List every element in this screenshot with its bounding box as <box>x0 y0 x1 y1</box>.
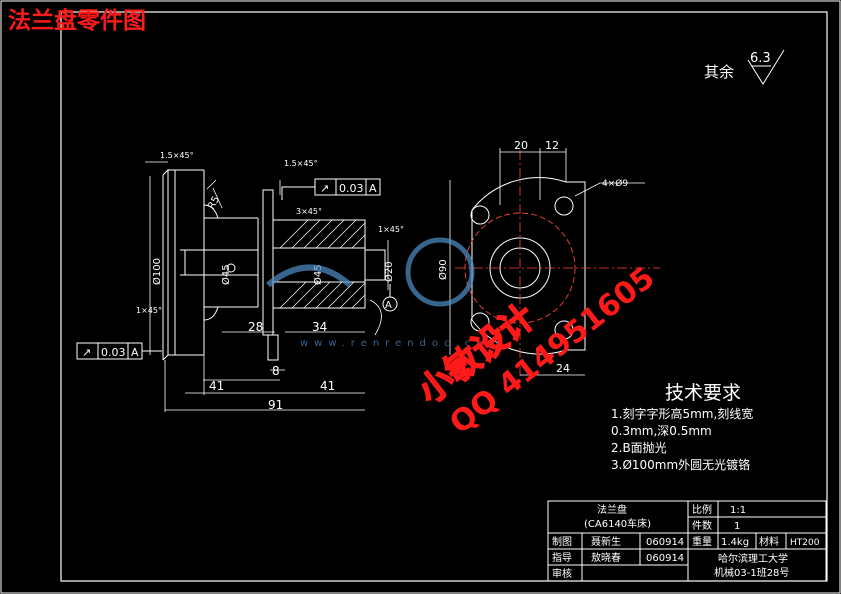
dim-28-label: 28 <box>248 320 263 334</box>
drawing-frame <box>60 11 828 582</box>
radius-label: R5 <box>206 194 222 211</box>
dim-24-label: 24 <box>556 362 570 375</box>
qty-label: 件数 <box>692 519 712 532</box>
drawn-name: 聂新生 <box>591 535 621 548</box>
check-label: 指导 <box>552 551 572 564</box>
check-date: 060914 <box>646 553 684 564</box>
left-view-labels: 1.5×45° 1×45° Ø100 Ø45 R5 41 41 91 <box>136 151 335 412</box>
right-view <box>449 148 660 385</box>
dim-41b-label: 41 <box>320 379 335 393</box>
dim-34-label: 34 <box>312 320 327 334</box>
left-view <box>145 161 365 412</box>
diameter-bore-label: Ø45 <box>220 264 232 285</box>
weight-label: 重量 <box>692 535 712 548</box>
diameter-circle-label: Ø90 <box>437 259 449 280</box>
scale-label: 比例 <box>692 503 712 516</box>
groove-angle-label: 3×45° <box>296 207 322 216</box>
datum-left: A <box>131 346 139 359</box>
dim-41a-label: 41 <box>209 379 224 393</box>
runout-icon: ↗ <box>82 346 91 359</box>
part-sub: (CA6140车床) <box>584 517 651 530</box>
review-label: 审核 <box>552 567 572 580</box>
tolerance-frame-left: ↗ 0.03 A <box>76 342 162 360</box>
title-block <box>547 500 827 582</box>
dim-91-label: 91 <box>268 398 283 412</box>
holes-label: 4×Ø9 <box>602 178 628 189</box>
drawing-title: 法兰盘零件图 <box>8 7 146 34</box>
class-name: 机械03-1班28号 <box>714 566 789 579</box>
chamfer-bottom-label: 1×45° <box>136 306 162 315</box>
dim-20-label: 20 <box>514 139 528 152</box>
roughness-prefix: 其余 <box>704 63 734 81</box>
tech-requirements: 技术要求 1.刻字字形高5mm,刻线宽 0.3mm,深0.5mm 2.B面抛光 … <box>611 382 753 472</box>
site-watermark: www.renrendoc.com <box>300 338 504 349</box>
tech-item-1: 1.刻字字形高5mm,刻线宽 <box>611 406 753 421</box>
roughness-value: 6.3 <box>750 51 771 66</box>
tolerance-value-left: 0.03 <box>101 346 126 359</box>
part-name: 法兰盘 <box>597 503 627 516</box>
drawn-label: 制图 <box>552 535 572 548</box>
datum-top: A <box>369 182 377 195</box>
roughness-symbol: 其余 6.3 <box>704 49 785 85</box>
check-name: 敖晓春 <box>591 551 621 564</box>
tech-item-1b: 0.3mm,深0.5mm <box>611 424 712 438</box>
material-value: HT200 <box>790 538 820 548</box>
scale-value: 1:1 <box>730 505 746 516</box>
section-chamfer-label: 1.5×45° <box>284 159 318 168</box>
dim-12-label: 12 <box>545 139 559 152</box>
right-view-labels: 20 12 24 4×Ø9 Ø90 <box>437 139 628 375</box>
chamfer-top-label: 1.5×45° <box>160 151 194 160</box>
school-name: 哈尔滨理工大学 <box>718 552 788 565</box>
diameter-small-label: Ø20 <box>383 261 395 282</box>
diameter-main-label: Ø100 <box>151 258 163 285</box>
qty-value: 1 <box>734 521 740 532</box>
datum-a-label: A <box>385 300 392 311</box>
drawn-date: 060914 <box>646 537 684 548</box>
material-label: 材料 <box>759 535 779 548</box>
logo-watermark: www.renrendoc.com <box>266 237 504 349</box>
tolerance-value-top: 0.03 <box>339 182 364 195</box>
tech-item-2: 2.B面抛光 <box>611 440 667 455</box>
tech-heading: 技术要求 <box>665 382 741 404</box>
tolerance-frame-top: ↗ 0.03 A <box>281 178 381 200</box>
dim-8-label: 8 <box>272 364 280 378</box>
tech-item-3: 3.Ø100mm外圆无光镀铬 <box>611 457 750 472</box>
datum-marker: A <box>382 284 398 312</box>
runout-icon-top: ↗ <box>320 182 329 195</box>
chamfer-right-label: 1×45° <box>378 225 404 234</box>
weight-value: 1.4kg <box>721 537 749 548</box>
title-block-text: 法兰盘 (CA6140车床) 比例 1:1 件数 1 制图 聂新生 060914… <box>552 503 820 580</box>
roughness-check-icon <box>747 49 785 85</box>
